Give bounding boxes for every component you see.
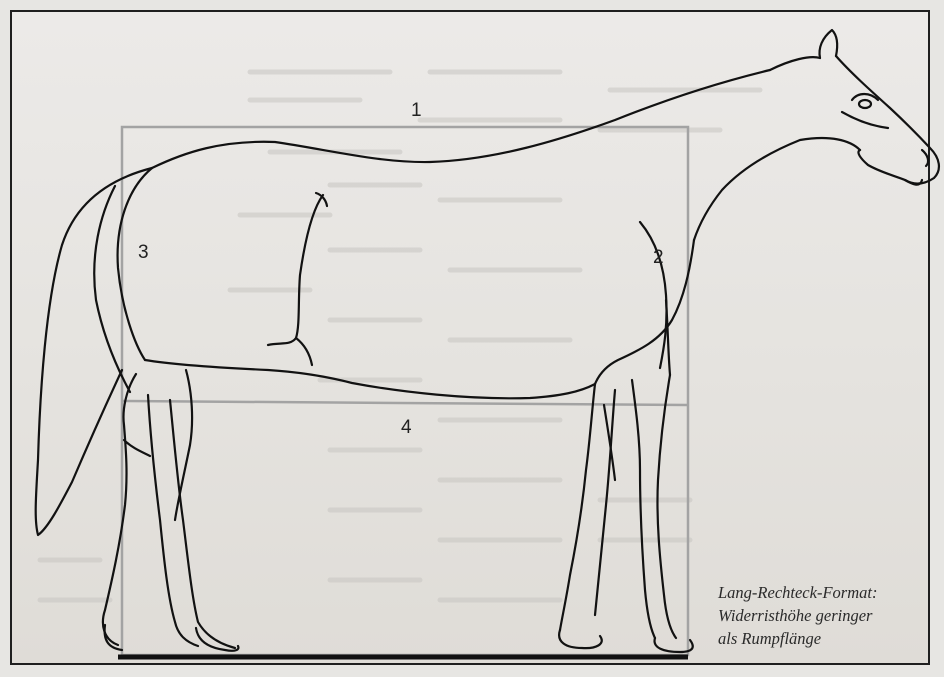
label-rear: 3	[138, 243, 149, 262]
caption-line-1: Lang-Rechteck-Format:	[718, 581, 923, 604]
label-bottom: 4	[401, 418, 412, 437]
label-front: 2	[653, 248, 664, 267]
background-text-ghost	[40, 72, 760, 600]
caption-line-2: Widerristhöhe geringer	[718, 604, 923, 627]
label-top: 1	[411, 101, 422, 120]
caption-line-3: als Rumpflänge	[718, 627, 923, 650]
figure-caption: Lang-Rechteck-Format: Widerristhöhe geri…	[718, 581, 923, 650]
